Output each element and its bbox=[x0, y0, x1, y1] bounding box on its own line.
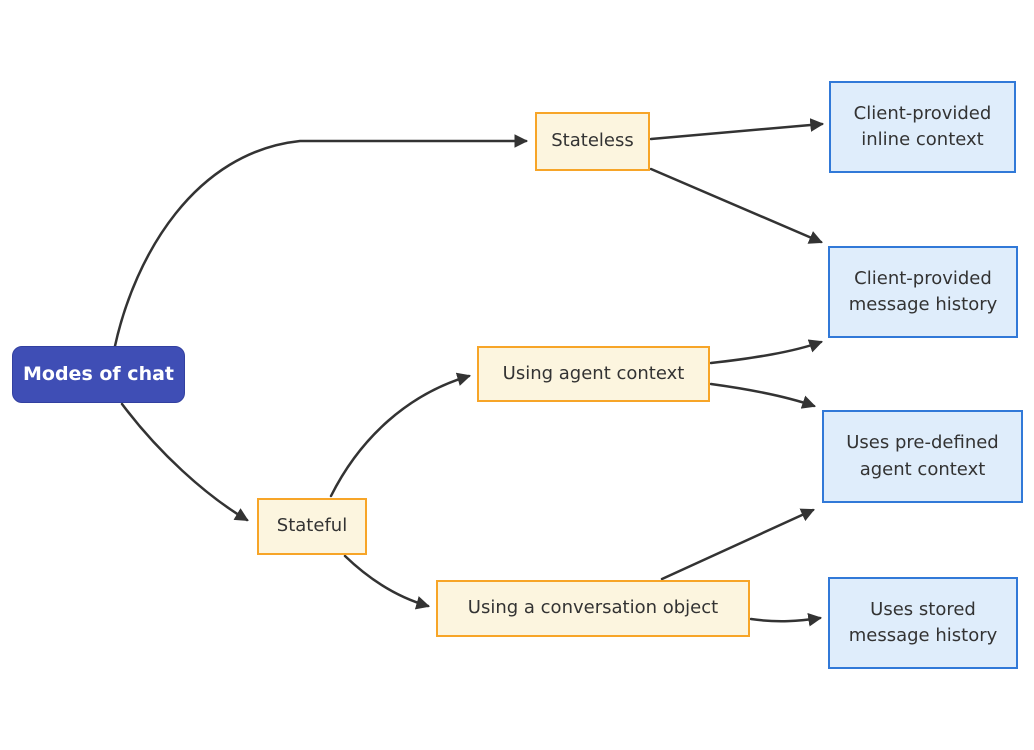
edge-conversation-to-predefined-context bbox=[660, 508, 815, 581]
node-client-provided-message-history: Client-provided message history bbox=[828, 246, 1018, 338]
edge-conversation-to-stored-history bbox=[749, 612, 823, 627]
node-modes-of-chat: Modes of chat bbox=[12, 346, 185, 403]
edge-modes-to-stateful bbox=[120, 402, 249, 522]
node-modes-of-chat-label: Modes of chat bbox=[23, 362, 174, 385]
node-uses-stored-message-history: Uses stored message history bbox=[828, 577, 1018, 669]
node-client-provided-inline-context-label: Client-provided inline context bbox=[853, 102, 992, 150]
edge-stateless-to-message-history bbox=[649, 167, 823, 244]
node-stateful: Stateful bbox=[257, 498, 367, 555]
edge-agent-context-to-message-history bbox=[709, 339, 823, 365]
node-uses-pre-defined-agent-context: Uses pre-defined agent context bbox=[822, 410, 1023, 503]
node-stateless: Stateless bbox=[535, 112, 650, 171]
node-using-agent-context: Using agent context bbox=[477, 346, 710, 402]
node-uses-stored-message-history-label: Uses stored message history bbox=[848, 598, 998, 646]
node-stateless-label: Stateless bbox=[551, 130, 634, 152]
edge-stateless-to-inline-context bbox=[649, 118, 825, 141]
node-using-agent-context-label: Using agent context bbox=[502, 362, 685, 384]
edge-modes-to-stateless bbox=[113, 134, 529, 348]
edge-stateful-to-agent-context bbox=[329, 372, 471, 498]
node-stateful-label: Stateful bbox=[276, 515, 348, 537]
node-client-provided-message-history-label: Client-provided message history bbox=[848, 267, 998, 315]
node-using-a-conversation-object-label: Using a conversation object bbox=[467, 597, 719, 619]
edge-stateful-to-conversation bbox=[343, 554, 430, 610]
edge-agent-context-to-predefined-context bbox=[709, 382, 816, 409]
node-uses-pre-defined-agent-context-label: Uses pre-defined agent context bbox=[846, 432, 999, 480]
node-using-a-conversation-object: Using a conversation object bbox=[436, 580, 750, 637]
node-client-provided-inline-context: Client-provided inline context bbox=[829, 81, 1016, 173]
